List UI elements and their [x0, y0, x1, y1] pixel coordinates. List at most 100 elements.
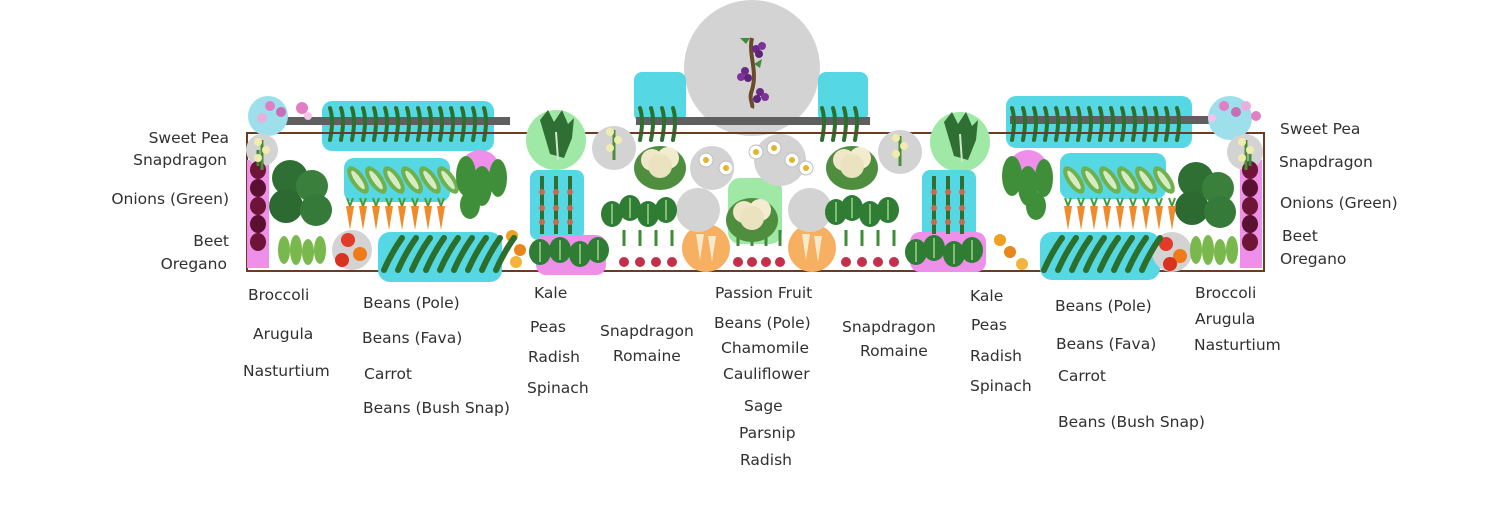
pole-bean-pod: [416, 106, 422, 142]
label-col9-nasturtium: Nasturtium: [1194, 336, 1281, 354]
label-col1-broccoli: Broccoli: [248, 286, 310, 304]
bush-bean-pod: [381, 235, 405, 273]
pea-flower: [567, 205, 573, 211]
parsnip-icons: [696, 234, 822, 262]
radish-root: [841, 257, 851, 267]
pole-bean-pod: [1021, 106, 1027, 142]
carrot-root: [372, 206, 380, 230]
pole-bean-pod: [1120, 106, 1126, 142]
pole-bean-pod: [438, 106, 444, 142]
pea-flower: [567, 189, 573, 195]
trellis-center: [636, 117, 870, 125]
carrot-top: [346, 197, 354, 207]
bush-bean-pod: [479, 235, 503, 273]
label-col7-radish: Radish: [970, 347, 1022, 365]
chamomile-center: [703, 157, 709, 163]
radish-root: [651, 257, 661, 267]
label-snapdragon-left: Snapdragon: [133, 151, 227, 169]
pea-flower: [945, 189, 951, 195]
snapdragon-bloom: [606, 128, 614, 136]
carrot-top: [411, 197, 419, 207]
pea-flower: [553, 205, 559, 211]
fava-pod-seeds: [423, 170, 437, 190]
fava-pod-seeds: [369, 170, 383, 190]
carrot-root: [398, 206, 406, 230]
snapdragon-bloom: [1238, 138, 1246, 146]
carrot-top: [424, 197, 432, 207]
pea-flower: [945, 219, 951, 225]
snapdragon-bloom: [254, 138, 262, 146]
carrot-top: [1064, 197, 1072, 207]
label-col7-peas: Peas: [971, 316, 1007, 334]
label-oregano-left: Oregano: [160, 255, 227, 273]
snapdragon-bloom: [892, 134, 900, 142]
label-col5-radish: Radish: [740, 451, 792, 469]
nasturtium-left-icon: [335, 230, 526, 268]
cauliflower-head: [648, 154, 672, 178]
pole-bean-pod: [820, 106, 826, 142]
carrot-root: [1129, 206, 1137, 230]
bush-bean-pod: [423, 235, 447, 273]
label-col5-parsnip: Parsnip: [739, 424, 796, 442]
label-col2-beans-bush-snap: Beans (Bush Snap): [363, 399, 510, 417]
snapdragon-bloom: [892, 150, 900, 158]
chamomile-center: [771, 145, 777, 151]
carrot-root: [1090, 206, 1098, 230]
snapdragon-bloom: [1238, 154, 1246, 162]
pole-bean-pod: [1142, 106, 1148, 142]
pea-flower: [553, 219, 559, 225]
pole-bean-pod: [842, 106, 848, 142]
radish-root: [733, 257, 743, 267]
carrot-root: [346, 206, 354, 230]
pole-bean-pod: [383, 106, 389, 142]
fava-bean-pods: [347, 166, 1175, 194]
carrot-top: [398, 197, 406, 207]
parsnip-area-right: [788, 224, 836, 272]
pole-bean-pod: [427, 106, 433, 142]
pea-flower: [539, 189, 545, 195]
pea-flower: [959, 205, 965, 211]
label-col9-broccoli: Broccoli: [1195, 284, 1257, 302]
sage-area-right: [788, 188, 832, 232]
radish-root: [857, 257, 867, 267]
carrot-top: [1103, 197, 1111, 207]
pole-bean-pod: [339, 106, 345, 142]
carrot-root: [424, 206, 432, 230]
label-col6-romaine: Romaine: [860, 342, 928, 360]
pole-bean-pod: [1032, 106, 1038, 142]
radish-root: [775, 257, 785, 267]
pea-flower: [931, 219, 937, 225]
beet-icon: [250, 179, 266, 197]
parsnip-root: [696, 234, 704, 260]
carrot-root: [359, 206, 367, 230]
arugula-right-icon: [1190, 235, 1238, 265]
label-col5-chamomile: Chamomile: [721, 339, 809, 357]
radish-root: [635, 257, 645, 267]
fava-pod-seeds: [405, 170, 419, 190]
label-col5-beans-pole: Beans (Pole): [714, 314, 811, 332]
pole-bean-pod: [1131, 106, 1137, 142]
fava-pod-seeds: [1085, 170, 1099, 190]
beet-icon: [1242, 215, 1258, 233]
pole-bean-pod: [328, 106, 334, 142]
carrot-top: [385, 197, 393, 207]
label-col4-snapdragon: Snapdragon: [600, 322, 694, 340]
label-col7-kale: Kale: [970, 287, 1004, 305]
pole-bean-pod: [471, 106, 477, 142]
label-col3-spinach: Spinach: [527, 379, 589, 397]
snapdragon-bloom: [254, 154, 262, 162]
beet-icon: [1242, 197, 1258, 215]
label-col8-beans-fava: Beans (Fava): [1056, 335, 1157, 353]
radish-root: [873, 257, 883, 267]
parsnip-root: [814, 236, 822, 262]
spinach-romaine-icons: [529, 195, 983, 267]
sage-area-left: [676, 188, 720, 232]
pole-bean-pod: [1087, 106, 1093, 142]
pole-bean-pod: [460, 106, 466, 142]
pea-flower: [959, 189, 965, 195]
beet-icon: [250, 197, 266, 215]
parsnip-area-left: [682, 224, 730, 272]
kale-left-icon: [540, 110, 574, 161]
label-col5-passion-fruit: Passion Fruit: [715, 284, 813, 302]
pole-bean-pod: [638, 106, 644, 142]
